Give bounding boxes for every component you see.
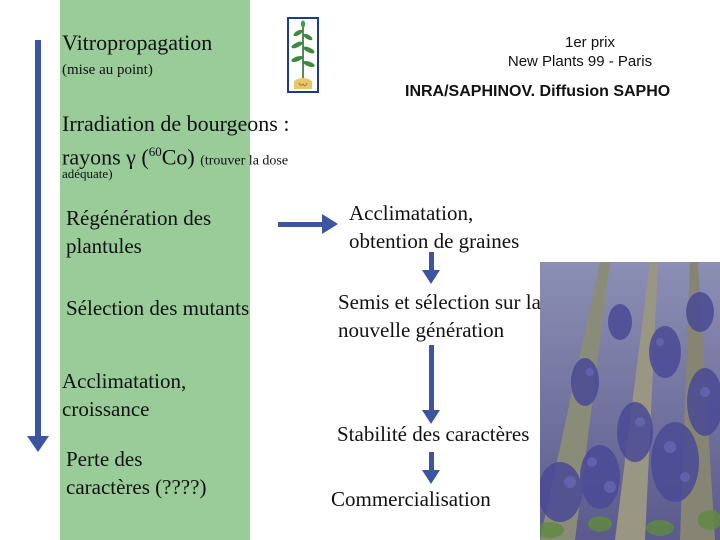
irradiation-step: Irradiation de bourgeons : rayons γ (60C… (62, 110, 289, 175)
irradiation-line-1: Irradiation de bourgeons : (62, 111, 290, 136)
plantlet-in-vitro-logo-icon (287, 17, 319, 93)
dose-note: (trouver la dose (200, 153, 289, 169)
prize-line-2: New Plants 99 - Paris (507, 53, 653, 70)
step-line: croissance (62, 397, 150, 421)
step-acclimatation-graines: Acclimatation, obtention de graines (349, 199, 519, 255)
isotope-label: Co) (161, 144, 195, 170)
page-title: Vitropropagation (62, 30, 213, 55)
step-line: obtention de graines (349, 229, 520, 253)
step-line: Acclimatation, (349, 201, 474, 225)
step-line: Sélection des mutants (66, 296, 250, 320)
down-arrow-icon (429, 252, 434, 272)
step-mutant-selection: Sélection des mutants (66, 294, 249, 322)
paren-open: ( (135, 144, 149, 170)
step-line: Semis et sélection sur la (338, 290, 541, 314)
dose-note-continued: adéquate) (62, 166, 113, 181)
long-down-arrow-head (27, 436, 49, 452)
green-background-band (60, 0, 250, 540)
credit-text: INRA/SAPHINOV. Diffusion SAPHO (405, 83, 671, 100)
step-line: caractères (????) (66, 475, 207, 499)
prize-line-1: 1er prix (564, 34, 616, 51)
step-semis-selection: Semis et sélection sur la nouvelle génér… (338, 288, 541, 344)
lavender-field-photo (540, 262, 720, 540)
down-arrow-head (422, 470, 440, 484)
step-loss-of-traits: Perte des caractères (????) (66, 445, 206, 501)
step-line: Commercialisation (331, 487, 491, 511)
step-acclimatation-croissance: Acclimatation, croissance (62, 367, 186, 423)
step-line: Régénération des (66, 206, 212, 230)
page-subtitle: (mise au point) (62, 62, 153, 78)
step-line: Stabilité des caractères (337, 422, 530, 446)
isotope-mass: 60 (148, 144, 162, 159)
down-arrow-head (422, 410, 440, 424)
rays-label: rayons (62, 144, 127, 170)
down-arrow-icon (429, 345, 434, 413)
long-down-arrow-icon (35, 40, 41, 438)
step-line: plantules (66, 234, 142, 258)
right-arrow-head (322, 214, 338, 234)
right-arrow-icon (278, 222, 324, 227)
down-arrow-head (422, 270, 440, 284)
step-line: Acclimatation, (62, 369, 187, 393)
down-arrow-icon (429, 452, 434, 472)
gamma-symbol: γ (126, 144, 136, 170)
step-line: nouvelle génération (338, 318, 505, 342)
step-regeneration: Régénération des plantules (66, 204, 211, 260)
step-commercialisation: Commercialisation (331, 485, 491, 513)
step-stabilite: Stabilité des caractères (337, 420, 529, 448)
irradiation-line-2: rayons γ (60Co) (trouver la dose (62, 138, 289, 175)
step-line: Perte des (66, 447, 143, 471)
